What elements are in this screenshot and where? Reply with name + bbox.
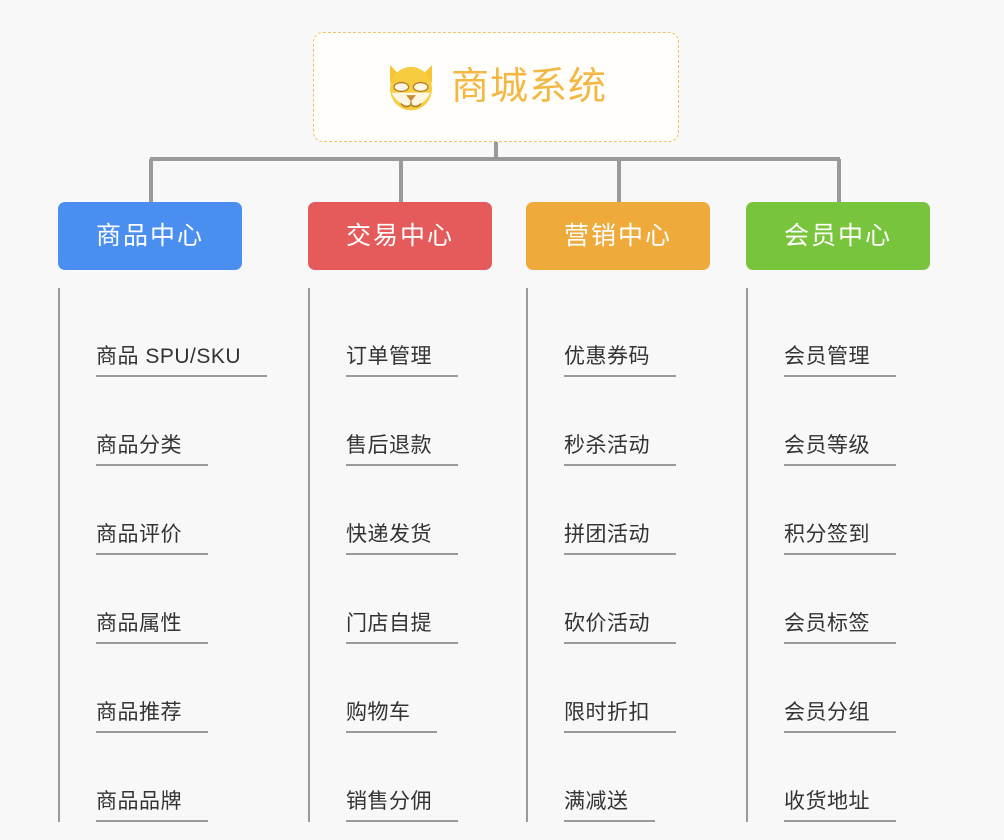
category-title: 商品中心 — [95, 221, 204, 250]
category-box-member-center[interactable]: 会员中心 — [746, 202, 930, 270]
leaf-list: 会员管理 会员等级 积分签到 会员标签 会员分组 收货地址 — [746, 288, 930, 822]
leaf-label: 商品品牌 — [96, 790, 208, 822]
leaf-label: 秒杀活动 — [564, 434, 676, 466]
leaf-item[interactable]: 门店自提 — [324, 555, 492, 644]
leaf-label: 商品评价 — [96, 523, 208, 555]
leaf-label: 商品属性 — [96, 612, 208, 644]
category-box-trade-center[interactable]: 交易中心 — [308, 202, 492, 270]
leaf-item[interactable]: 优惠券码 — [542, 288, 710, 377]
leaf-item[interactable]: 秒杀活动 — [542, 377, 710, 466]
leaf-item[interactable]: 收货地址 — [762, 733, 930, 822]
leaf-label: 砍价活动 — [564, 612, 676, 644]
leaf-list: 优惠券码 秒杀活动 拼团活动 砍价活动 限时折扣 满减送 — [526, 288, 710, 822]
leaf-item[interactable]: 会员标签 — [762, 555, 930, 644]
leaf-label: 会员管理 — [784, 345, 896, 377]
category-box-product-center[interactable]: 商品中心 — [58, 202, 242, 270]
leaf-item[interactable]: 会员分组 — [762, 644, 930, 733]
leaf-item[interactable]: 购物车 — [324, 644, 492, 733]
category-title: 交易中心 — [345, 221, 454, 250]
leaf-label: 商品推荐 — [96, 701, 208, 733]
leaf-item[interactable]: 砍价活动 — [542, 555, 710, 644]
category-title: 会员中心 — [783, 221, 892, 250]
leaf-label: 会员标签 — [784, 612, 896, 644]
leaf-item[interactable]: 拼团活动 — [542, 466, 710, 555]
leaf-item[interactable]: 会员管理 — [762, 288, 930, 377]
leaf-item[interactable]: 售后退款 — [324, 377, 492, 466]
leaf-label: 会员等级 — [784, 434, 896, 466]
leaf-label: 会员分组 — [784, 701, 896, 733]
shiba-dog-face-icon — [390, 65, 432, 111]
leaf-label: 优惠券码 — [564, 345, 676, 377]
leaf-item[interactable]: 商品推荐 — [74, 644, 242, 733]
leaf-item[interactable]: 销售分佣 — [324, 733, 492, 822]
leaf-label: 积分签到 — [784, 523, 896, 555]
leaf-item[interactable]: 商品分类 — [74, 377, 242, 466]
leaf-label: 快递发货 — [346, 523, 458, 555]
leaf-item[interactable]: 快递发货 — [324, 466, 492, 555]
leaf-item[interactable]: 满减送 — [542, 733, 710, 822]
leaf-label: 拼团活动 — [564, 523, 676, 555]
column-trade-center: 交易中心 订单管理 售后退款 快递发货 门店自提 购物车 销售分佣 — [308, 202, 492, 822]
leaf-item[interactable]: 商品品牌 — [74, 733, 242, 822]
column-product-center: 商品中心 商品 SPU/SKU 商品分类 商品评价 商品属性 商品推荐 商品品牌 — [58, 202, 268, 822]
leaf-item[interactable]: 商品评价 — [74, 466, 242, 555]
root-node-mall-system[interactable]: 商城系统 — [313, 32, 679, 142]
leaf-label: 售后退款 — [346, 434, 458, 466]
leaf-label: 满减送 — [564, 790, 655, 822]
leaf-label: 商品 SPU/SKU — [96, 345, 268, 377]
leaf-item[interactable]: 订单管理 — [324, 288, 492, 377]
root-node-title: 商城系统 — [450, 66, 607, 108]
category-box-marketing-center[interactable]: 营销中心 — [526, 202, 710, 270]
leaf-label: 门店自提 — [346, 612, 458, 644]
leaf-label: 购物车 — [346, 701, 437, 733]
leaf-label: 收货地址 — [784, 790, 896, 822]
leaf-item[interactable]: 会员等级 — [762, 377, 930, 466]
leaf-item[interactable]: 商品 SPU/SKU — [74, 288, 268, 377]
leaf-item[interactable]: 限时折扣 — [542, 644, 710, 733]
category-title: 营销中心 — [563, 221, 672, 250]
leaf-item[interactable]: 积分签到 — [762, 466, 930, 555]
leaf-label: 商品分类 — [96, 434, 208, 466]
leaf-label: 销售分佣 — [346, 790, 458, 822]
leaf-label: 订单管理 — [346, 345, 458, 377]
column-member-center: 会员中心 会员管理 会员等级 积分签到 会员标签 会员分组 收货地址 — [746, 202, 930, 822]
leaf-list: 商品 SPU/SKU 商品分类 商品评价 商品属性 商品推荐 商品品牌 — [58, 288, 268, 822]
leaf-list: 订单管理 售后退款 快递发货 门店自提 购物车 销售分佣 — [308, 288, 492, 822]
leaf-label: 限时折扣 — [564, 701, 676, 733]
column-marketing-center: 营销中心 优惠券码 秒杀活动 拼团活动 砍价活动 限时折扣 满减送 — [526, 202, 710, 822]
leaf-item[interactable]: 商品属性 — [74, 555, 242, 644]
